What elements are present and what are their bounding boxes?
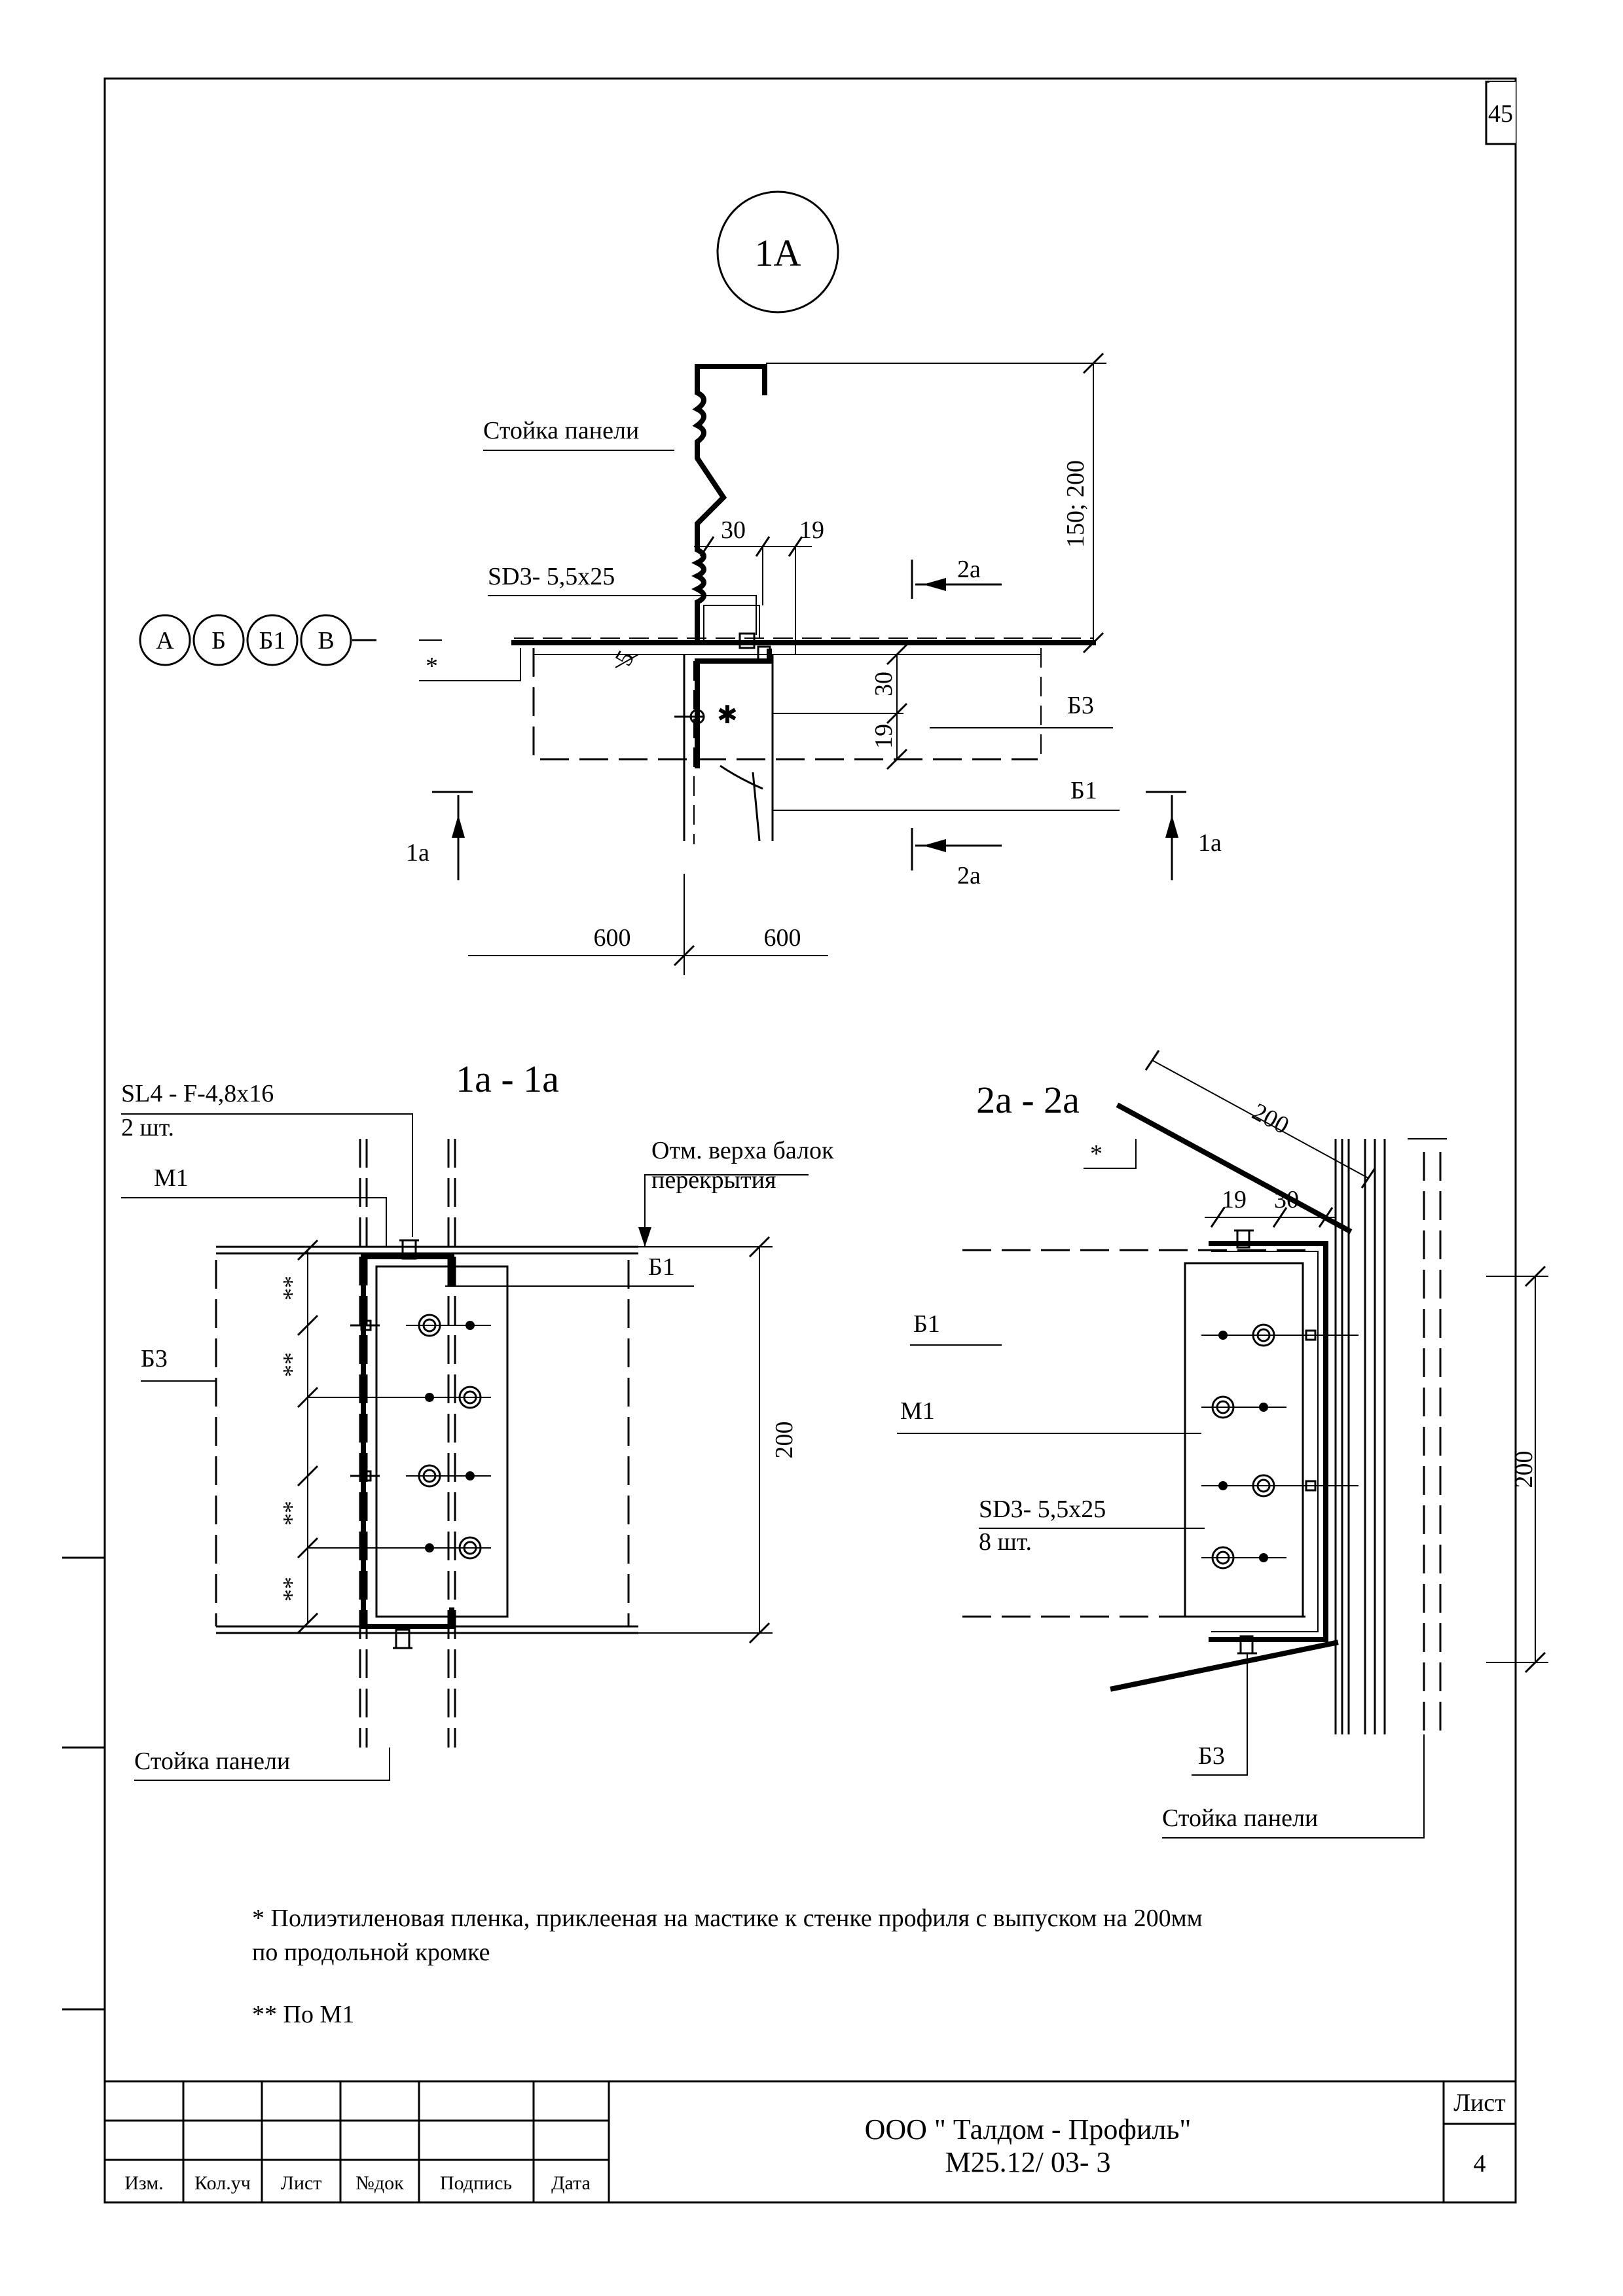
tb-data: Дата: [551, 2172, 591, 2194]
dim-150-200: 150; 200: [1062, 460, 1089, 548]
tb-company: ООО " Талдом - Профиль": [865, 2113, 1192, 2145]
section-1a: 1а - 1а SL4 - F-4,8x16 2 шт. M1 Отм. вер…: [121, 1058, 834, 1781]
dim-19-vert: 19: [870, 724, 898, 749]
note1-line1: * Полиэтиленовая пленка, приклееная на м…: [252, 1905, 1203, 1932]
dim-30-vert: 30: [870, 672, 898, 696]
axis-a: А: [156, 627, 174, 655]
cut-2a-bottom: 2а: [911, 828, 1002, 889]
sheet-number-top: 45: [1488, 100, 1513, 128]
axis-b1: Б1: [259, 627, 286, 655]
otm-line2: перекрытия: [651, 1166, 776, 1194]
b3-label-top: Б3: [1067, 692, 1094, 719]
node-marker: 1A: [716, 190, 839, 314]
axis-b: Б: [211, 627, 226, 655]
dim-200-1a: 200: [771, 1422, 798, 1459]
stoyka-label-1a: Стойка панели: [134, 1748, 290, 1775]
svg-text:2а: 2а: [957, 556, 981, 583]
m1-label-2a: M1: [900, 1397, 935, 1425]
note1-line2: по продольной кромке: [252, 1939, 490, 1966]
m1-label-1a: M1: [154, 1164, 189, 1192]
tb-kol-uch: Кол.уч: [194, 2172, 251, 2194]
dim-19-2a: 19: [1222, 1186, 1247, 1213]
stoyka-label-2a: Стойка панели: [1162, 1804, 1318, 1832]
title-block: Изм. Кол.уч Лист №док Подпись Дата ООО "…: [105, 2080, 1516, 2202]
tb-podpis: Подпись: [440, 2172, 512, 2194]
svg-text:1а: 1а: [1198, 829, 1222, 857]
svg-text:**: **: [278, 1577, 306, 1602]
tb-sheet-label: Лист: [1453, 2089, 1506, 2117]
tb-list: Лист: [281, 2172, 322, 2194]
dim-200-2a: 200: [1510, 1451, 1538, 1488]
section-2a: 2а - 2а 200 *: [897, 1050, 1548, 1839]
cut-2a-top: 2а: [911, 556, 1002, 599]
axis-v: В: [318, 627, 334, 655]
cut-1a-right: 1а: [1146, 791, 1222, 880]
screw-label-top: SD3- 5,5x25: [488, 563, 615, 590]
section-2a-title: 2а - 2а: [976, 1079, 1080, 1121]
dim-19-top: 19: [799, 516, 824, 544]
b3-label-1a: Б3: [141, 1345, 168, 1372]
dim-5: 5: [610, 646, 640, 670]
svg-text:**: **: [278, 1276, 306, 1300]
screw-label-2a: SD3- 5,5x25: [979, 1496, 1106, 1523]
stoyka-label-top: Стойка панели: [483, 417, 639, 444]
b3-label-2a: Б3: [1198, 1742, 1225, 1770]
screw-label-1a: SL4 - F-4,8x16: [121, 1080, 274, 1107]
b1-label-1a: Б1: [648, 1253, 675, 1281]
sheet-number-box: 45: [1485, 81, 1517, 145]
screw-qty-1a: 2 шт.: [121, 1114, 174, 1141]
dim-600-left: 600: [594, 924, 631, 952]
notes: * Полиэтиленовая пленка, приклееная на м…: [252, 1905, 1203, 2028]
axis-markers: А Б Б1 В: [139, 614, 376, 666]
tb-ndok: №док: [356, 2172, 404, 2194]
otm-line1: Отм. верха балок: [651, 1137, 834, 1164]
dim-600-right: 600: [764, 924, 801, 952]
cut-1a-left: 1а: [406, 791, 473, 880]
svg-text:2а: 2а: [957, 862, 981, 889]
screw-qty-2a: 8 шт.: [979, 1528, 1032, 1556]
svg-text:1а: 1а: [406, 839, 429, 867]
section-1a-title: 1а - 1а: [456, 1058, 559, 1100]
note2: ** По М1: [252, 2001, 354, 2028]
b1-label-2a: Б1: [913, 1310, 940, 1338]
star-mark: *: [426, 653, 438, 680]
fasteners-2a: [1201, 1323, 1359, 1570]
dim-30-top: 30: [721, 516, 746, 544]
sheet-frame: [62, 77, 1517, 2204]
tb-izm: Изм.: [124, 2172, 164, 2194]
fasteners-1a: [308, 1314, 491, 1560]
dim-30-2a: 30: [1274, 1186, 1299, 1213]
node-title: 1A: [755, 232, 801, 274]
svg-text:**: **: [278, 1352, 306, 1377]
asterisk-node: ✱: [717, 702, 738, 729]
star-2a: *: [1090, 1140, 1103, 1168]
b1-label-top: Б1: [1070, 777, 1097, 804]
top-view: А Б Б1 В * Стойка панели: [139, 352, 1222, 975]
tb-code: М25.12/ 03- 3: [945, 2146, 1111, 2178]
tb-sheet-value: 4: [1474, 2150, 1486, 2178]
svg-text:**: **: [278, 1501, 306, 1526]
